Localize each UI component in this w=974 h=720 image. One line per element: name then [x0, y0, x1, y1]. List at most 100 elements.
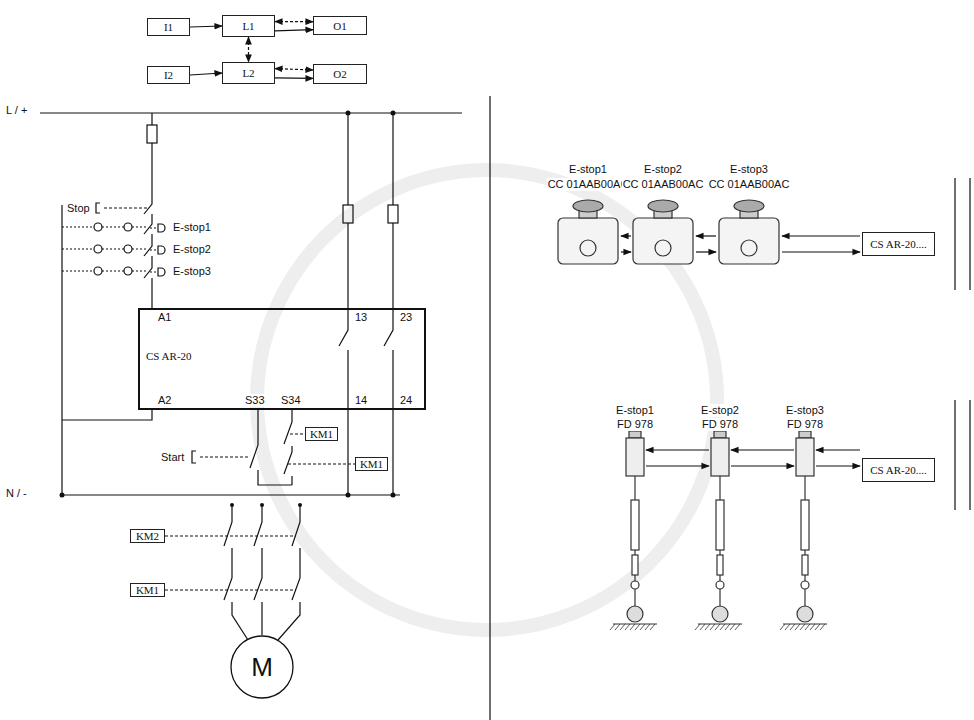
node-text: CS AR-20	[146, 350, 192, 362]
stroke	[124, 245, 132, 253]
stroke	[633, 218, 693, 264]
stroke	[646, 449, 709, 450]
stroke	[782, 235, 860, 236]
emergency-stop-buttons	[558, 200, 860, 264]
schematic-label: CC 01AAB00AC	[547, 178, 630, 191]
stroke	[801, 581, 809, 589]
stroke	[158, 268, 165, 276]
stroke	[696, 251, 716, 252]
stroke	[780, 624, 785, 630]
signal-arrow	[275, 69, 313, 70]
stroke	[720, 624, 725, 630]
signal-arrow	[275, 30, 313, 31]
contactor-tag: KM1	[355, 457, 388, 471]
stroke	[712, 606, 728, 622]
watermark-seal	[257, 170, 717, 630]
signal-arrow	[275, 21, 313, 22]
stroke	[144, 222, 152, 244]
stroke	[716, 500, 724, 550]
stroke	[731, 465, 794, 466]
stroke	[790, 624, 795, 630]
stroke	[802, 555, 808, 575]
stroke	[717, 555, 723, 575]
stroke	[785, 624, 790, 630]
wiring	[40, 96, 970, 720]
node-text: CS AR-20....	[870, 464, 927, 476]
stroke	[741, 240, 757, 256]
stroke	[645, 624, 650, 630]
schematic-label: 14	[354, 394, 368, 407]
schematic-label: E-stop1	[568, 163, 608, 176]
schematic-label: E-stop1	[615, 404, 655, 417]
logic-block: L2	[222, 62, 275, 84]
stroke	[700, 624, 705, 630]
stroke	[795, 624, 800, 630]
schematic-label: E-stop2	[700, 404, 740, 417]
stroke	[734, 200, 764, 212]
stroke	[573, 200, 603, 212]
stroke	[558, 218, 618, 264]
schematic-label: CC 01AAB00AC	[708, 178, 791, 191]
stroke	[580, 240, 596, 256]
schematic-label: FD 978	[616, 418, 654, 431]
stroke	[796, 438, 814, 476]
schematic-label: FD 978	[701, 418, 739, 431]
stroke	[148, 227, 156, 228]
stroke	[144, 266, 152, 288]
node-text: O2	[333, 68, 346, 80]
stroke	[735, 624, 740, 630]
stroke	[797, 606, 813, 622]
safety-relay-ref: CS AR-20....	[862, 232, 935, 256]
node-text: I2	[164, 69, 173, 81]
signal-arrow	[248, 37, 249, 62]
stroke	[805, 624, 810, 630]
motor-symbol: M	[230, 635, 294, 699]
logic-block: L1	[222, 15, 275, 37]
schematic-label: S33	[244, 394, 266, 407]
stroke	[610, 624, 615, 630]
schematic-label: L / +	[5, 104, 28, 117]
contactor-tag: KM1	[305, 427, 338, 441]
stroke	[801, 500, 809, 550]
stroke	[650, 624, 655, 630]
stroke	[625, 624, 630, 630]
stroke	[715, 624, 720, 630]
stroke	[730, 624, 735, 630]
stroke	[124, 223, 132, 231]
stroke	[815, 624, 820, 630]
stroke	[655, 240, 671, 256]
stroke	[782, 251, 860, 252]
schematic-label: E-stop3	[172, 265, 212, 278]
safety-relay-ref: CS AR-20....	[862, 458, 935, 482]
schematic-label: 23	[399, 311, 413, 324]
schematic-label: 24	[399, 394, 413, 407]
node-text: M	[251, 652, 273, 683]
node-text: KM1	[360, 458, 383, 470]
contactor-tag: KM2	[130, 529, 165, 543]
stroke	[705, 624, 710, 630]
node-text: L1	[242, 20, 254, 32]
rope-pull-switches	[610, 431, 860, 630]
schematic-label: E-stop3	[729, 163, 769, 176]
node-text: KM1	[310, 428, 333, 440]
stroke	[646, 465, 709, 466]
stroke	[615, 624, 620, 630]
schematic-label: A2	[157, 394, 172, 407]
stroke	[620, 624, 625, 630]
output-block: O1	[313, 16, 367, 35]
node-text: L2	[242, 67, 254, 79]
stroke	[630, 624, 635, 630]
stroke	[725, 624, 730, 630]
stroke	[800, 624, 805, 630]
signal-arrow	[190, 26, 222, 27]
schematic-label: FD 978	[786, 418, 824, 431]
schematic-label: E-stop2	[643, 163, 683, 176]
stroke	[714, 431, 726, 438]
stroke	[148, 249, 156, 250]
node-text: O1	[333, 20, 346, 32]
node-text: CS AR-20....	[870, 238, 927, 250]
node-text: I1	[164, 21, 173, 33]
schematic-label: Start	[160, 451, 185, 464]
stroke	[144, 244, 152, 266]
schematic-label: Stop	[66, 202, 91, 215]
